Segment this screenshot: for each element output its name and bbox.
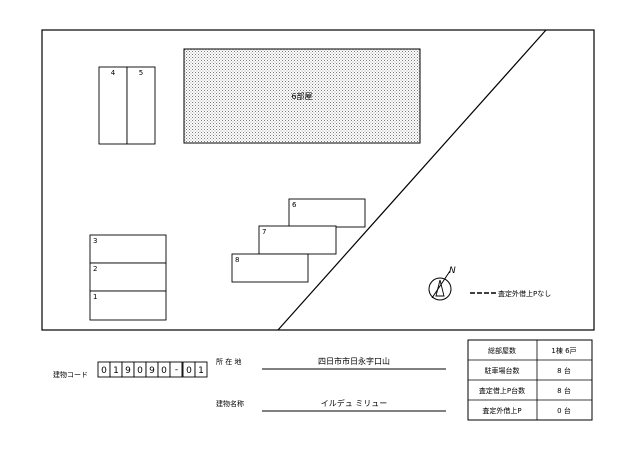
parking-space: [89, 234, 167, 264]
parking-space: [258, 225, 337, 255]
code-digit: 9: [125, 366, 131, 376]
parking-space-number: 8: [235, 256, 239, 264]
summary-table: 総部屋数 1棟 6戸 駐車場台数 8 台 査定借上P台数 8 台 査定外借上P …: [467, 339, 593, 421]
table-row-label: 査定借上P台数: [479, 386, 525, 395]
location-value: 四日市市日永字口山: [318, 356, 390, 366]
table-row-label: 駐車場台数: [485, 366, 520, 375]
table-row-value: 8 台: [557, 366, 571, 375]
compass-label: N: [449, 266, 456, 276]
code-boxes: 0 1 9 0 9 0 - 0 1: [97, 361, 208, 378]
building-footprint: [183, 48, 421, 144]
parking-space: [288, 198, 366, 228]
parking-space-number: 3: [93, 237, 97, 245]
legend-note: 査定外借上Pなし: [498, 289, 551, 298]
location-label: 所 在 地: [216, 357, 241, 366]
site-boundary: [41, 29, 595, 331]
name-value: イルデュ ミリュー: [321, 398, 388, 408]
parking-space-number: 1: [93, 293, 97, 301]
parking-space-number: 2: [93, 265, 97, 273]
code-digit: 1: [198, 366, 204, 376]
code-digit: 0: [186, 366, 192, 376]
parking-space-number: 4: [111, 69, 116, 77]
code-dash: -: [175, 365, 178, 375]
parking-space-number: 7: [262, 228, 266, 236]
parking-space: [89, 290, 167, 321]
parking-space-number: 5: [139, 69, 143, 77]
name-label: 建物名称: [216, 399, 244, 408]
table-row-value: 1棟 6戸: [551, 346, 576, 355]
code-digit: 0: [161, 366, 167, 376]
compass-icon: N: [428, 266, 456, 301]
parking-space: [126, 66, 156, 145]
parking-space: [98, 66, 128, 145]
code-digit: 1: [113, 366, 119, 376]
table-row-label: 査定外借上P: [482, 406, 521, 415]
parking-space-number: 6: [292, 201, 297, 209]
table-row-label: 総部屋数: [488, 346, 516, 355]
table-row-value: 8 台: [557, 386, 571, 395]
diagonal-boundary-line: [277, 29, 547, 331]
code-digit: 0: [137, 366, 143, 376]
code-digit: 9: [149, 366, 155, 376]
code-digit: 0: [101, 366, 107, 376]
building-label: 6部屋: [291, 91, 312, 101]
parking-space: [231, 253, 309, 283]
table-row-value: 0 台: [557, 406, 571, 415]
code-label: 建物コード: [53, 370, 88, 379]
parking-space: [89, 262, 167, 292]
